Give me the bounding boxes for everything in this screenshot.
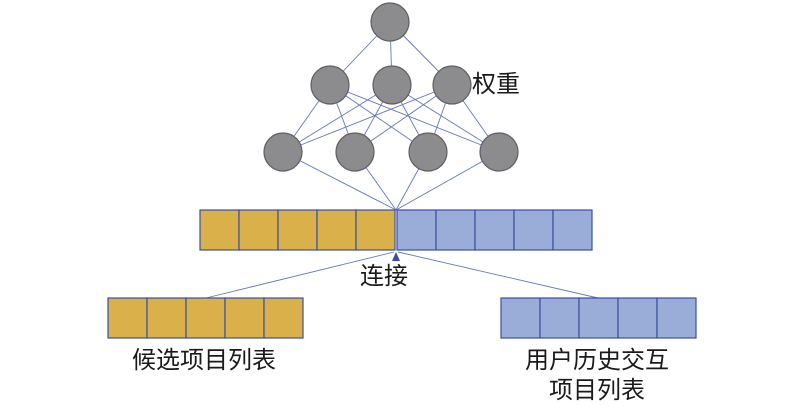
neuron-node xyxy=(432,65,472,105)
vector-cell xyxy=(513,209,554,251)
network-edge xyxy=(329,84,500,153)
network-edge xyxy=(282,84,453,153)
candidate-arrow xyxy=(205,251,395,299)
neuron-node xyxy=(370,2,410,42)
vector-cell xyxy=(316,209,357,251)
history-list-label-line1: 用户历史交互 xyxy=(525,346,669,374)
neuron-node xyxy=(263,132,303,172)
vector-cell xyxy=(656,297,697,339)
neuron-node xyxy=(310,65,350,105)
neuron-node xyxy=(408,132,448,172)
vector-cell xyxy=(355,209,396,251)
vector-cell xyxy=(578,297,619,339)
candidate-vector xyxy=(107,297,304,339)
neuron-node xyxy=(335,132,375,172)
history-vector xyxy=(500,297,697,339)
vector-cell xyxy=(435,209,476,251)
vector-cell xyxy=(539,297,580,339)
history-arrow xyxy=(397,251,599,299)
vector-cell xyxy=(263,297,304,339)
vector-cell xyxy=(224,297,265,339)
concat-vector-candidate-part xyxy=(199,209,396,251)
concat-arrows xyxy=(205,251,599,299)
vector-cell xyxy=(146,297,187,339)
vector-cell xyxy=(107,297,148,339)
network-edge xyxy=(329,84,429,153)
vectors xyxy=(107,209,697,339)
concat-label: 连接 xyxy=(360,262,408,290)
vector-cell xyxy=(396,209,437,251)
vector-cell xyxy=(474,209,515,251)
network-edge xyxy=(282,84,393,153)
network-nodes xyxy=(263,2,519,172)
vector-cell xyxy=(238,209,279,251)
vector-cell xyxy=(277,209,318,251)
arrow-head xyxy=(392,252,400,261)
network-edge xyxy=(395,151,500,211)
vector-cell xyxy=(500,297,541,339)
concat-vector-history-part xyxy=(396,209,593,251)
vector-cell xyxy=(552,209,593,251)
weights-label: 权重 xyxy=(472,70,520,98)
neuron-node xyxy=(479,132,519,172)
network-edge xyxy=(354,84,453,153)
vector-cell xyxy=(185,297,226,339)
network-edge xyxy=(391,84,500,153)
history-list-label-line2: 项目列表 xyxy=(549,376,645,404)
vector-cell xyxy=(617,297,658,339)
candidate-list-label: 候选项目列表 xyxy=(132,346,276,374)
vector-cell xyxy=(199,209,240,251)
network-edge xyxy=(282,151,397,211)
network-edges xyxy=(282,21,500,211)
neuron-node xyxy=(372,65,412,105)
